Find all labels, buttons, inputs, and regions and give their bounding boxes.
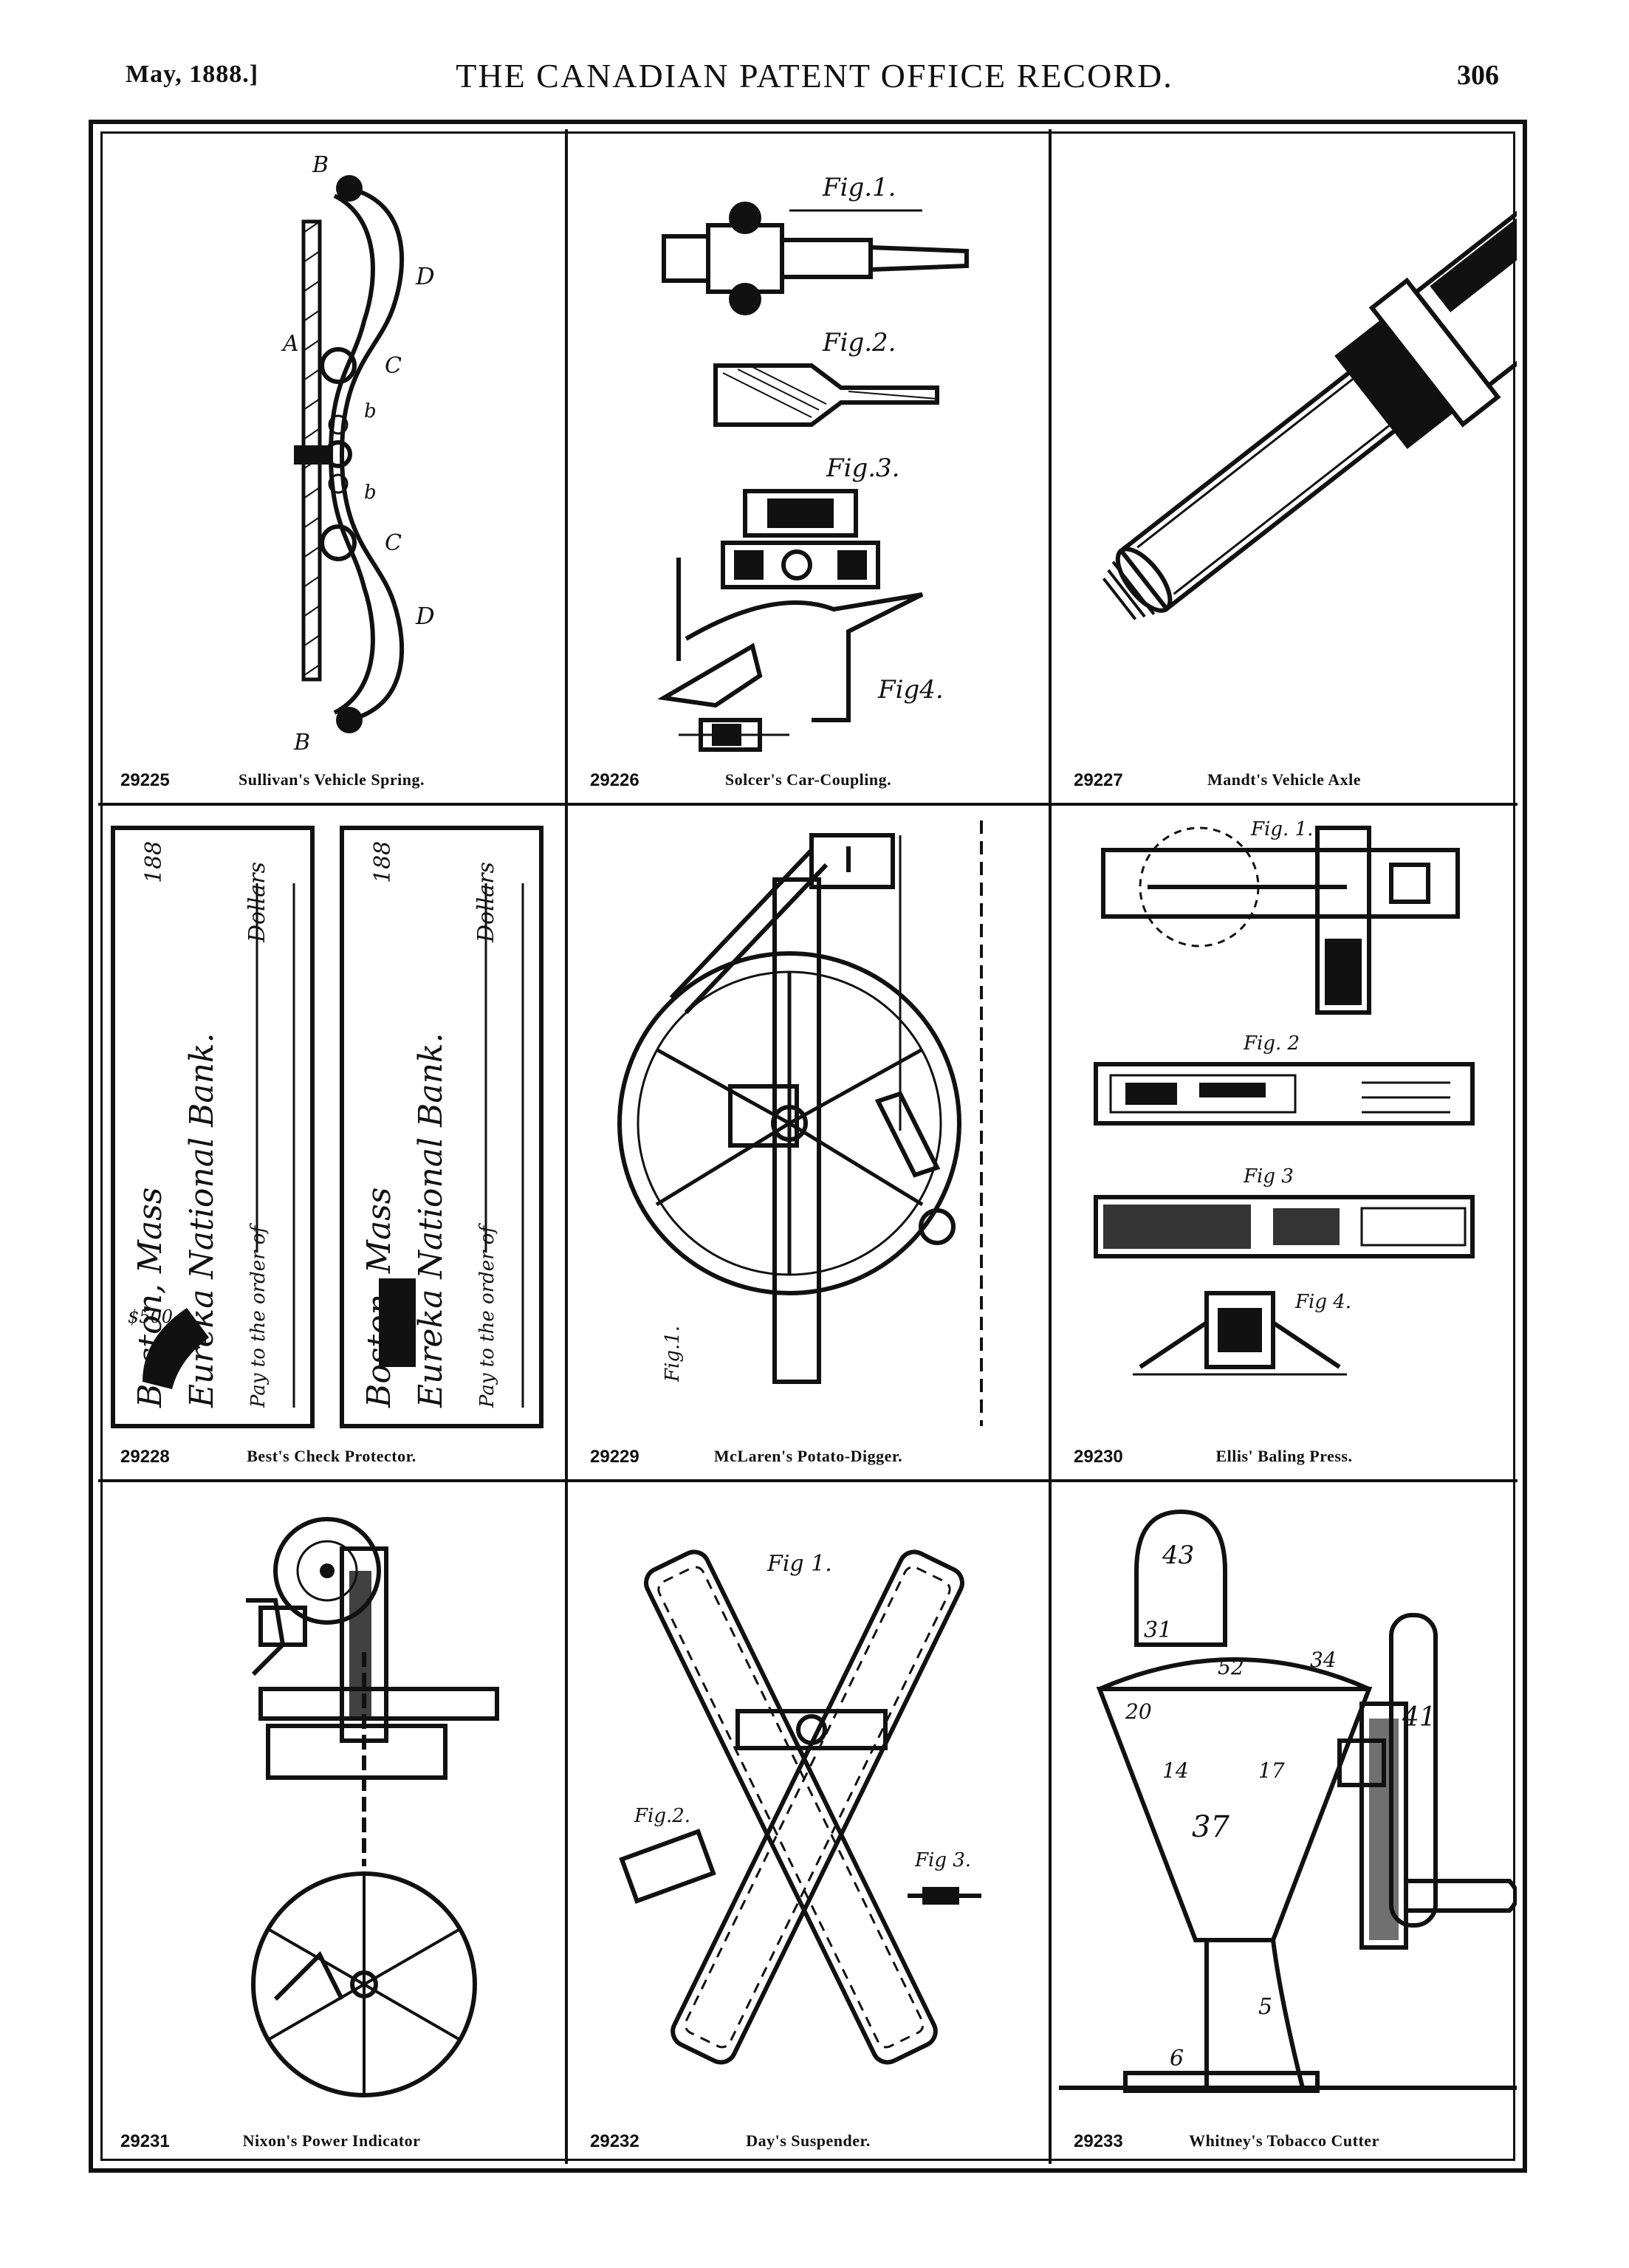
patent-title: Nixon's Power Indicator	[242, 2131, 421, 2150]
svg-text:14: 14	[1162, 1758, 1189, 1783]
svg-text:Fig.1.: Fig.1.	[662, 1326, 684, 1383]
svg-text:Fig. 2: Fig. 2	[1243, 1032, 1300, 1055]
svg-text:b: b	[364, 482, 377, 504]
svg-text:D: D	[415, 262, 435, 290]
svg-text:Fig.2.: Fig.2.	[822, 328, 896, 357]
svg-text:5: 5	[1258, 1994, 1272, 2020]
patent-title: Whitney's Tobacco Cutter	[1189, 2131, 1379, 2150]
svg-text:Fig.3.: Fig.3.	[826, 453, 899, 483]
baling-press-drawing: Fig. 1. Fig. 2 Fig 3 Fig 4.	[1094, 818, 1475, 1376]
patent-number: 29227	[1074, 770, 1123, 790]
patent-number: 29232	[590, 2131, 639, 2151]
svg-text:C: C	[385, 530, 402, 556]
patent-title: Ellis' Baling Press.	[1215, 1447, 1353, 1465]
svg-text:188: 188	[141, 841, 167, 883]
svg-text:Fig 4.: Fig 4.	[1294, 1291, 1351, 1313]
patent-cell-29227: 29227 Mandt's Vehicle Axle	[1052, 129, 1517, 803]
patent-number: 29229	[590, 1447, 639, 1467]
tobacco-cutter-drawing: 43 31 52 34 20 14 17 37 41 5 6	[1059, 1509, 1517, 2093]
svg-text:34: 34	[1310, 1648, 1337, 1672]
svg-text:Fig 3: Fig 3	[1243, 1165, 1294, 1188]
patent-caption: 29233 Whitney's Tobacco Cutter	[1052, 2127, 1517, 2156]
patent-number: 29225	[120, 770, 170, 790]
patent-caption: 29229 McLaren's Potato-Digger.	[568, 1442, 1049, 1472]
patent-caption: 29231 Nixon's Power Indicator	[98, 2127, 565, 2156]
patent-cell-29230: Fig. 1. Fig. 2 Fig 3 Fig 4. 29230 Ellis'…	[1052, 806, 1517, 1479]
publication-title: THE CANADIAN PATENT OFFICE RECORD.	[456, 57, 1173, 95]
patent-cell-29231: 29231 Nixon's Power Indicator	[98, 1482, 565, 2164]
svg-text:43: 43	[1162, 1541, 1194, 1570]
patent-number: 29226	[590, 770, 639, 790]
svg-text:Pay to the order of: Pay to the order of	[476, 1223, 498, 1408]
car-coupling-drawing: Fig.1. Fig.2. Fig.3. Fig4.	[657, 173, 969, 752]
patent-cell-29232: Fig 1. Fig.2. Fig 3. 29232 Day's Suspend…	[568, 1482, 1049, 2164]
patent-title: Best's Check Protector.	[247, 1447, 416, 1465]
patent-number: 29231	[120, 2131, 170, 2151]
svg-text:52: 52	[1218, 1655, 1244, 1679]
check-protector-drawing: Boston, Mass 188 Eureka National Bank. D…	[111, 826, 543, 1428]
svg-text:$500: $500	[128, 1306, 173, 1327]
row-divider	[98, 803, 1517, 806]
svg-text:C: C	[385, 353, 402, 379]
svg-text:Fig.2.: Fig.2.	[634, 1805, 690, 1827]
svg-text:41: 41	[1402, 1702, 1436, 1733]
patent-title: Solcer's Car-Coupling.	[724, 770, 892, 789]
patent-caption: 29225 Sullivan's Vehicle Spring.	[98, 766, 565, 795]
svg-text:B: B	[312, 152, 329, 178]
patent-caption: 29230 Ellis' Baling Press.	[1052, 1442, 1517, 1472]
svg-text:6: 6	[1170, 2046, 1184, 2072]
svg-text:Fig 3.: Fig 3.	[914, 1849, 971, 1871]
patent-cell-29226: Fig.1. Fig.2. Fig.3. Fig4. 29226 Solcer'…	[568, 129, 1049, 803]
svg-text:B: B	[293, 730, 310, 756]
column-divider	[1049, 129, 1052, 2164]
svg-text:188: 188	[370, 841, 396, 883]
page-header: May, 1888.] THE CANADIAN PATENT OFFICE R…	[0, 0, 1629, 118]
patent-cell-29228: Boston, Mass 188 Eureka National Bank. D…	[98, 806, 565, 1479]
patent-title: Day's Suspender.	[746, 2131, 871, 2150]
row-divider	[98, 1479, 1517, 1482]
svg-text:A: A	[281, 331, 299, 357]
svg-text:D: D	[415, 602, 435, 630]
patent-number: 29230	[1074, 1447, 1123, 1467]
patent-caption: 29228 Best's Check Protector.	[98, 1442, 565, 1472]
patent-title: Mandt's Vehicle Axle	[1207, 770, 1361, 789]
power-indicator-drawing	[246, 1517, 499, 2097]
vehicle-spring-drawing: B C C D D A b b B	[281, 152, 435, 756]
column-divider	[565, 129, 568, 2164]
svg-text:Fig4.: Fig4.	[877, 675, 944, 705]
svg-text:Eureka National Bank.: Eureka National Bank.	[412, 1032, 450, 1408]
svg-text:20: 20	[1125, 1699, 1152, 1724]
svg-text:Pay to the order of: Pay to the order of	[247, 1223, 270, 1408]
svg-text:17: 17	[1258, 1758, 1285, 1783]
plate-inner-border	[100, 131, 1515, 2161]
page-number: 306	[1457, 60, 1499, 91]
patent-caption: 29226 Solcer's Car-Coupling.	[568, 766, 1049, 795]
fig-label: Fig.1.	[822, 173, 896, 202]
svg-text:b: b	[364, 400, 377, 422]
patent-number: 29228	[120, 1447, 170, 1467]
patent-cell-29233: 43 31 52 34 20 14 17 37 41 5 6 29233 Whi…	[1052, 1482, 1517, 2164]
svg-text:31: 31	[1144, 1617, 1172, 1643]
patent-cell-29225: B C C D D A b b B 29225 Sullivan's Vehic…	[98, 129, 565, 803]
patent-title: McLaren's Potato-Digger.	[713, 1447, 903, 1465]
vehicle-axle-drawing	[1102, 207, 1517, 620]
patent-number: 29233	[1074, 2131, 1123, 2151]
patent-title: Sullivan's Vehicle Spring.	[238, 770, 425, 789]
patent-caption: 29232 Day's Suspender.	[568, 2127, 1049, 2156]
patent-caption: 29227 Mandt's Vehicle Axle	[1052, 766, 1517, 795]
plate-frame	[89, 120, 1527, 2173]
issue-date: May, 1888.]	[126, 61, 259, 88]
svg-text:37: 37	[1192, 1810, 1230, 1844]
suspender-drawing: Fig 1. Fig.2. Fig 3.	[619, 1549, 981, 2065]
potato-digger-drawing: Fig.1.	[617, 820, 983, 1426]
svg-text:Fig 1.: Fig 1.	[767, 1551, 832, 1577]
svg-text:Fig. 1.: Fig. 1.	[1250, 818, 1313, 840]
patent-cell-29229: Fig.1. 29229 McLaren's Potato-Digger.	[568, 806, 1049, 1479]
